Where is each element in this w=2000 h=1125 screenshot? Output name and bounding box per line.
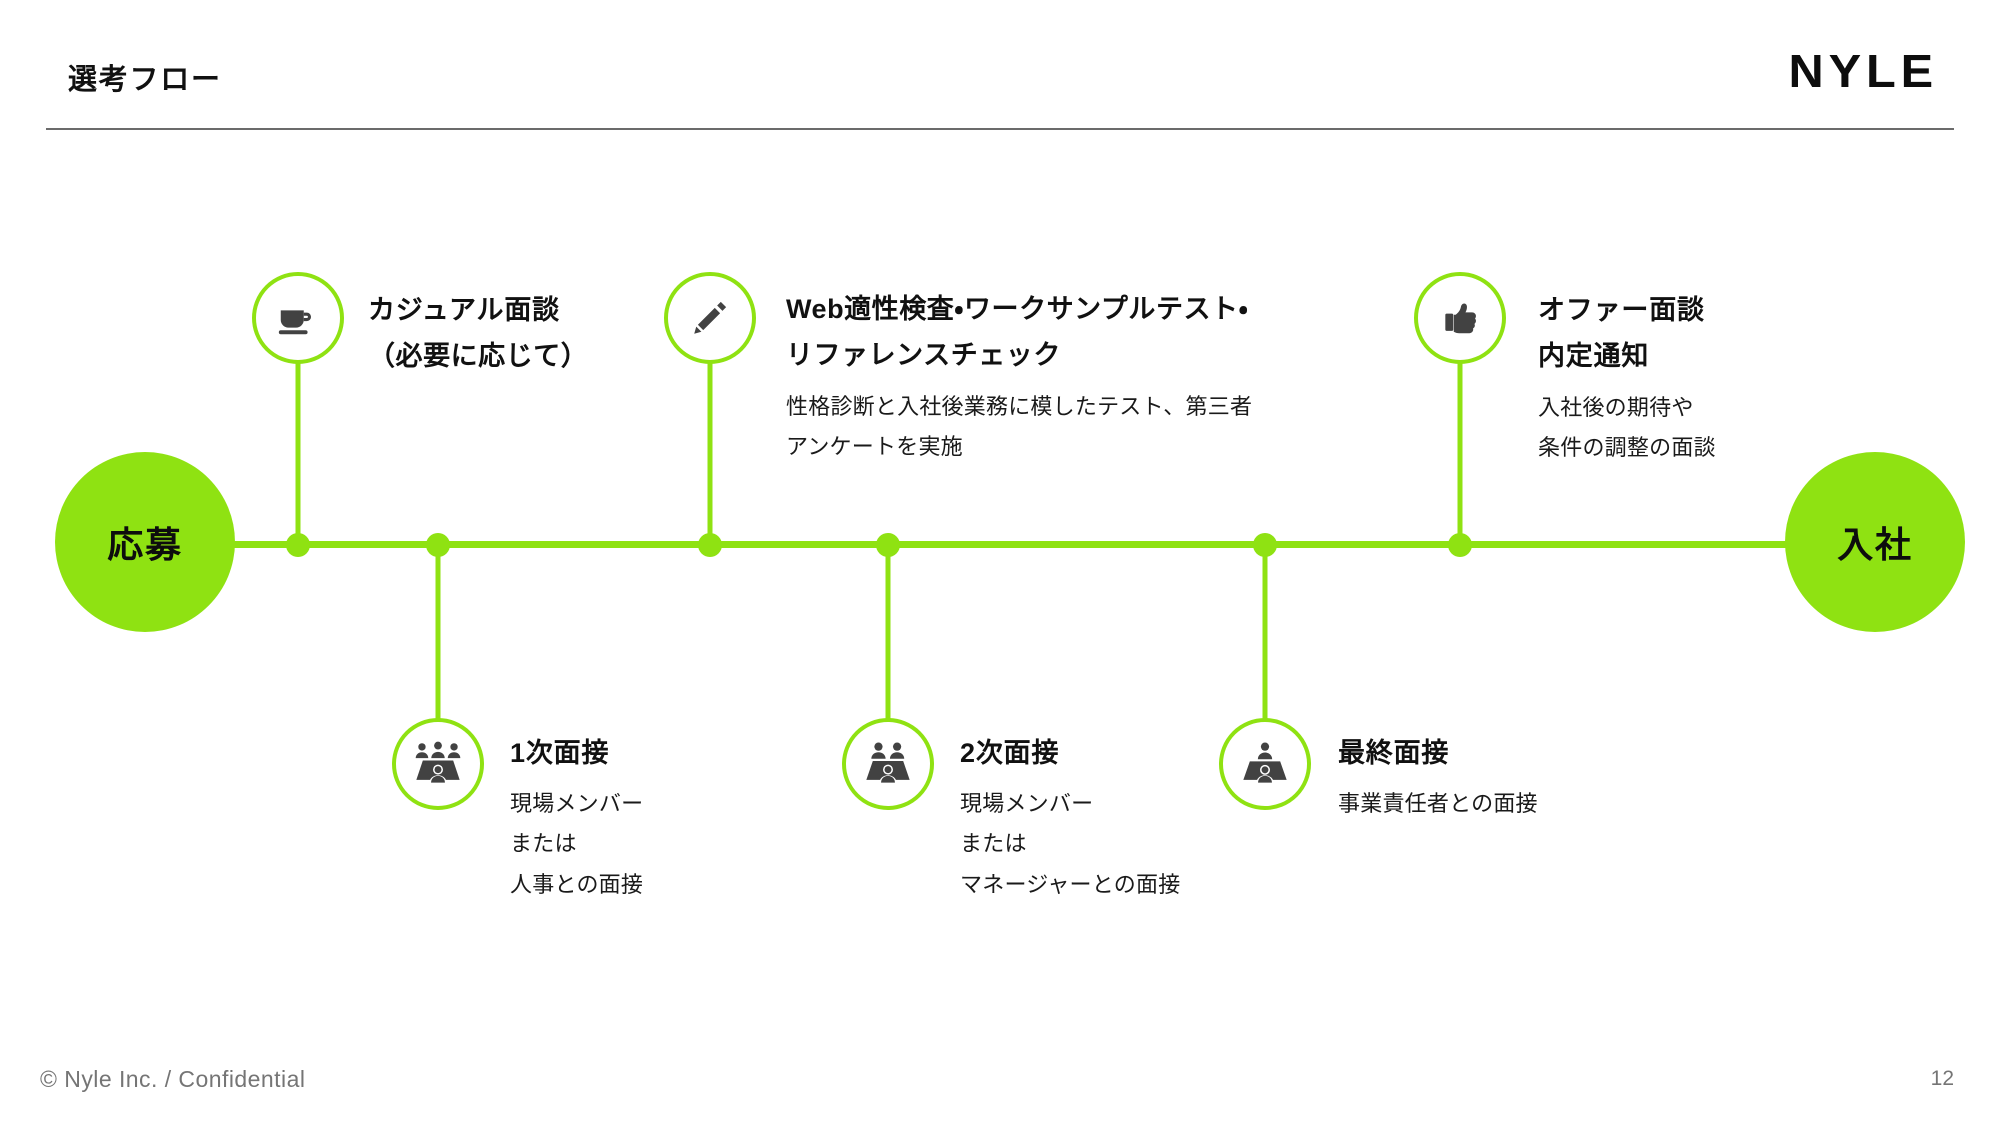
flow-start-label: 応募 [107,524,183,565]
stem-second [885,541,891,763]
offer-desc-line1: 入社後の期待や [1538,394,1694,420]
first-interview-label: 1次面接 現場メンバー または 人事との面接 [510,730,643,905]
interview-panel-icon [862,738,914,790]
first-interview-desc-line3: 人事との面接 [510,871,644,897]
coffee-cup-icon [275,295,321,341]
thumbs-up-icon [1438,296,1482,340]
second-interview-label: 2次面接 現場メンバー または マネージャーとの面接 [960,730,1180,905]
casual-interview-subtitle: （必要に応じて） [368,341,589,372]
offer-desc-line2: 条件の調整の面談 [1538,434,1716,460]
stem-offer [1457,352,1463,545]
flow-end-label: 入社 [1837,524,1913,565]
second-interview-title: 2次面接 [960,738,1060,768]
web-test-bubble[interactable] [664,272,756,364]
first-interview-bubble[interactable] [392,718,484,810]
final-interview-title: 最終面接 [1338,738,1450,768]
casual-interview-label: カジュアル面談 （必要に応じて） [368,287,588,380]
web-test-label: Web適性検査・ワークサンプルテスト・ リファレンスチェック 性格診断と入社後業… [786,286,1252,467]
casual-interview-bubble[interactable] [252,272,344,364]
second-interview-desc-line3: マネージャーとの面接 [960,871,1181,897]
page-number: 12 [1930,1067,1954,1090]
web-test-title-line2: リファレンスチェック [786,340,1061,371]
final-interview-bubble[interactable] [1219,718,1311,810]
offer-bubble[interactable] [1414,272,1506,364]
first-interview-desc-line1: 現場メンバー [510,791,644,817]
web-test-title-line1: Web適性検査・ワークサンプルテスト・ [786,294,1249,324]
offer-label: オファー面談 内定通知 入社後の期待や 条件の調整の面談 [1538,287,1716,468]
second-interview-desc-line1: 現場メンバー [960,791,1094,817]
web-test-desc-line1: 性格診断と入社後業務に模したテスト、第三者 [786,393,1253,419]
interview-single-icon [1239,738,1291,790]
final-interview-label: 最終面接 事業責任者との面接 [1338,730,1538,824]
interview-panel-icon [412,738,464,790]
footer-copyright: © Nyle Inc. / Confidential [40,1066,306,1092]
second-interview-bubble[interactable] [842,718,934,810]
nyle-logo: NYLE [1788,45,1938,97]
web-test-desc-line2: アンケートを実施 [786,433,963,459]
page-title: 選考フロー [68,64,222,96]
first-interview-desc-line2: または [510,831,577,857]
casual-interview-title: カジュアル面談 [368,295,560,325]
flow-start-node: 応募 [55,452,235,632]
offer-title-line1: オファー面談 [1538,295,1705,325]
stem-webtest [707,352,713,545]
offer-title-line2: 内定通知 [1538,341,1650,372]
stem-first [435,541,441,763]
stem-casual [295,352,301,545]
first-interview-title: 1次面接 [510,738,610,768]
timeline-axis [130,541,1900,548]
header-divider [46,128,1954,130]
pencil-icon [688,296,732,340]
stem-final [1262,541,1268,763]
second-interview-desc-line2: または [960,831,1027,857]
flow-end-node: 入社 [1785,452,1965,632]
final-interview-desc-line1: 事業責任者との面接 [1338,791,1538,817]
